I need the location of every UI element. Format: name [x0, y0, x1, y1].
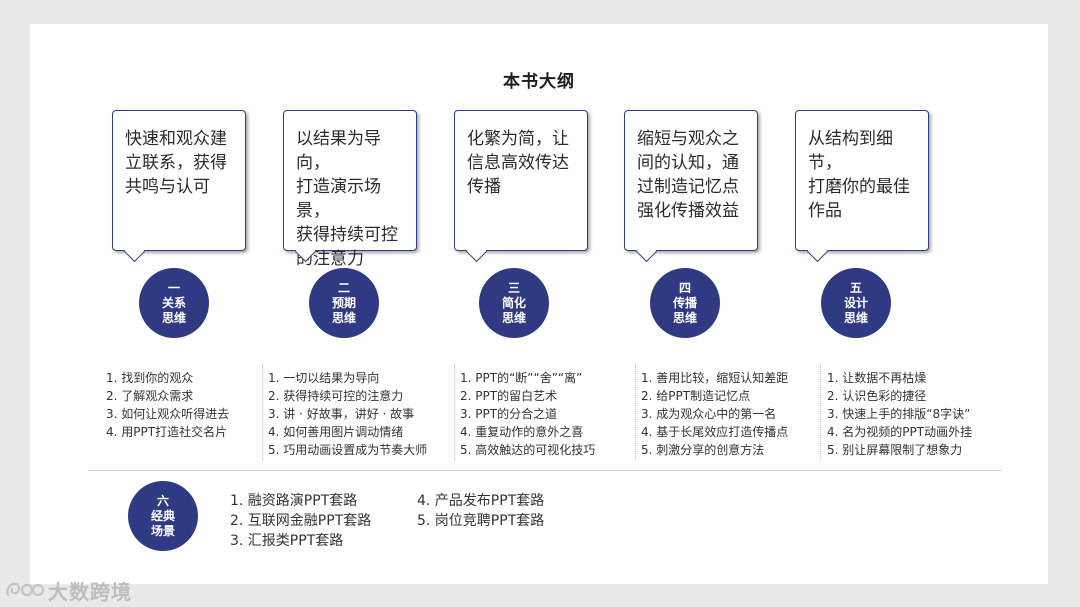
circle-number: 六 [156, 493, 169, 508]
circle-label: 经典 [150, 508, 175, 523]
circle-label: 思维 [331, 310, 356, 325]
list-item: 3. 讲 · 好故事，讲好 · 故事 [268, 407, 415, 421]
card-relationship: 快速和观众建 立联系，获得 共鸣与认可 [112, 110, 246, 263]
chapter-circle-6: 六 经典 场景 [128, 481, 198, 551]
card-line: 化繁为简，让 [467, 129, 569, 149]
circle-number: 三 [507, 280, 520, 295]
card-line: 缩短与观众之 [637, 129, 739, 149]
list-item: 1. 善用比较，缩短认知差距 [641, 371, 789, 385]
card-expectation: 以结果为导向， 打造演示场景， 获得持续可控 的注意力 [283, 110, 417, 269]
circle-label: 思维 [161, 310, 186, 325]
card-line: 传播 [467, 177, 501, 197]
watermark-icon [6, 582, 44, 597]
list-item: 5. 刺激分享的创意方法 [641, 443, 765, 457]
page-title: 本书大纲 [503, 72, 575, 92]
list-item: 1. 让数据不再枯燥 [827, 371, 927, 385]
chapter-list-4: 1. 善用比较，缩短认知差距 2. 给PPT制造记忆点 3. 成为观众心中的第一… [641, 369, 813, 459]
outline-page: 本书大纲 快速和观众建 立联系，获得 共鸣与认可 以结果为导向， 打造演示场景，… [30, 24, 1048, 584]
chapter-list-1: 1. 找到你的观众 2. 了解观众需求 3. 如何让观众听得进去 4. 用PPT… [106, 369, 278, 441]
card-line: 以结果为导向， [296, 129, 381, 173]
list-item: 4. 基于长尾效应打造传播点 [641, 425, 789, 439]
circle-label: 预期 [331, 295, 356, 310]
column-divider [454, 364, 455, 460]
scenario-list-1: 1. 融资路演PPT套路 2. 互联网金融PPT套路 3. 汇报类PPT套路 [230, 491, 371, 551]
list-item: 2. 互联网金融PPT套路 [230, 513, 372, 529]
list-item: 3. 快速上手的排版“8字诀” [827, 407, 971, 421]
list-item: 5. 别让屏幕限制了想象力 [827, 443, 963, 457]
circle-label: 思维 [843, 310, 868, 325]
column-divider [820, 364, 821, 460]
chapter-circle-5: 五 设计 思维 [821, 268, 891, 338]
list-item: 1. PPT的“断”“舍”“离” [460, 371, 583, 385]
list-item: 2. 认识色彩的捷径 [827, 389, 927, 403]
card-line: 从结构到细节， [808, 129, 893, 173]
list-item: 4. 重复动作的意外之喜 [460, 425, 584, 439]
list-item: 3. PPT的分合之道 [460, 407, 558, 421]
chapter-list-3: 1. PPT的“断”“舍”“离” 2. PPT的留白艺术 3. PPT的分合之道… [460, 369, 632, 459]
watermark-logo: 大数跨境 [4, 577, 132, 604]
card-simplify: 化繁为简，让 信息高效传达 传播 [454, 110, 588, 263]
list-item: 1. 融资路演PPT套路 [230, 493, 358, 509]
list-item: 2. 给PPT制造记忆点 [641, 389, 751, 403]
card-pointer [635, 240, 658, 263]
circle-label: 关系 [161, 295, 186, 310]
column-divider [635, 364, 636, 460]
list-item: 3. 汇报类PPT套路 [230, 533, 344, 549]
list-item: 2. 获得持续可控的注意力 [268, 389, 404, 403]
card-pointer [806, 240, 829, 263]
card-spread: 缩短与观众之 间的认知，通 过制造记忆点 强化传播效益 [624, 110, 758, 263]
circle-label: 设计 [843, 295, 868, 310]
chapter-circle-4: 四 传播 思维 [650, 268, 720, 338]
circle-number: 四 [678, 280, 691, 295]
list-item: 4. 如何善用图片调动情绪 [268, 425, 404, 439]
card-line: 间的认知，通 [637, 153, 739, 173]
card-line: 打磨你的最佳 [808, 177, 910, 197]
list-item: 5. 岗位竞聘PPT套路 [417, 513, 545, 529]
list-item: 4. 产品发布PPT套路 [417, 493, 545, 509]
circle-label: 简化 [501, 295, 526, 310]
chapter-list-5: 1. 让数据不再枯燥 2. 认识色彩的捷径 3. 快速上手的排版“8字诀” 4.… [827, 369, 999, 459]
list-item: 4. 名为视频的PPT动画外挂 [827, 425, 973, 439]
section-divider [88, 470, 1002, 471]
card-line: 共鸣与认可 [125, 177, 210, 197]
list-item: 5. 巧用动画设置成为节奏大师 [268, 443, 428, 457]
circle-label: 思维 [672, 310, 697, 325]
list-item: 1. 一切以结果为导向 [268, 371, 380, 385]
list-item: 2. 了解观众需求 [106, 389, 194, 403]
circle-number: 五 [849, 280, 862, 295]
chapter-circle-2: 二 预期 思维 [309, 268, 379, 338]
list-item: 1. 找到你的观众 [106, 371, 194, 385]
list-item: 2. PPT的留白艺术 [460, 389, 558, 403]
circle-number: 一 [167, 280, 180, 295]
watermark-text: 大数跨境 [48, 579, 132, 604]
card-design: 从结构到细节， 打磨你的最佳 作品 [795, 110, 929, 263]
circle-number: 二 [337, 280, 350, 295]
chapter-circle-1: 一 关系 思维 [139, 268, 209, 338]
circle-label: 传播 [672, 295, 697, 310]
card-line: 获得持续可控 [296, 225, 398, 245]
list-item: 3. 成为观众心中的第一名 [641, 407, 777, 421]
card-line: 强化传播效益 [637, 201, 739, 221]
card-pointer [465, 240, 488, 263]
card-line: 立联系，获得 [125, 153, 227, 173]
card-line: 信息高效传达 [467, 153, 569, 173]
list-item: 5. 高效触达的可视化技巧 [460, 443, 596, 457]
circle-label: 思维 [501, 310, 526, 325]
chapter-list-2: 1. 一切以结果为导向 2. 获得持续可控的注意力 3. 讲 · 好故事，讲好 … [268, 369, 440, 459]
circle-label: 场景 [150, 523, 175, 538]
card-line: 过制造记忆点 [637, 177, 739, 197]
chapter-circle-3: 三 简化 思维 [479, 268, 549, 338]
card-line: 作品 [808, 201, 842, 221]
list-item: 3. 如何让观众听得进去 [106, 407, 230, 421]
column-divider [262, 364, 263, 460]
scenario-list-2: 4. 产品发布PPT套路 5. 岗位竞聘PPT套路 [417, 491, 544, 531]
card-line: 打造演示场景， [296, 177, 381, 221]
card-pointer [123, 240, 146, 263]
list-item: 4. 用PPT打造社交名片 [106, 425, 228, 439]
card-line: 快速和观众建 [125, 129, 227, 149]
